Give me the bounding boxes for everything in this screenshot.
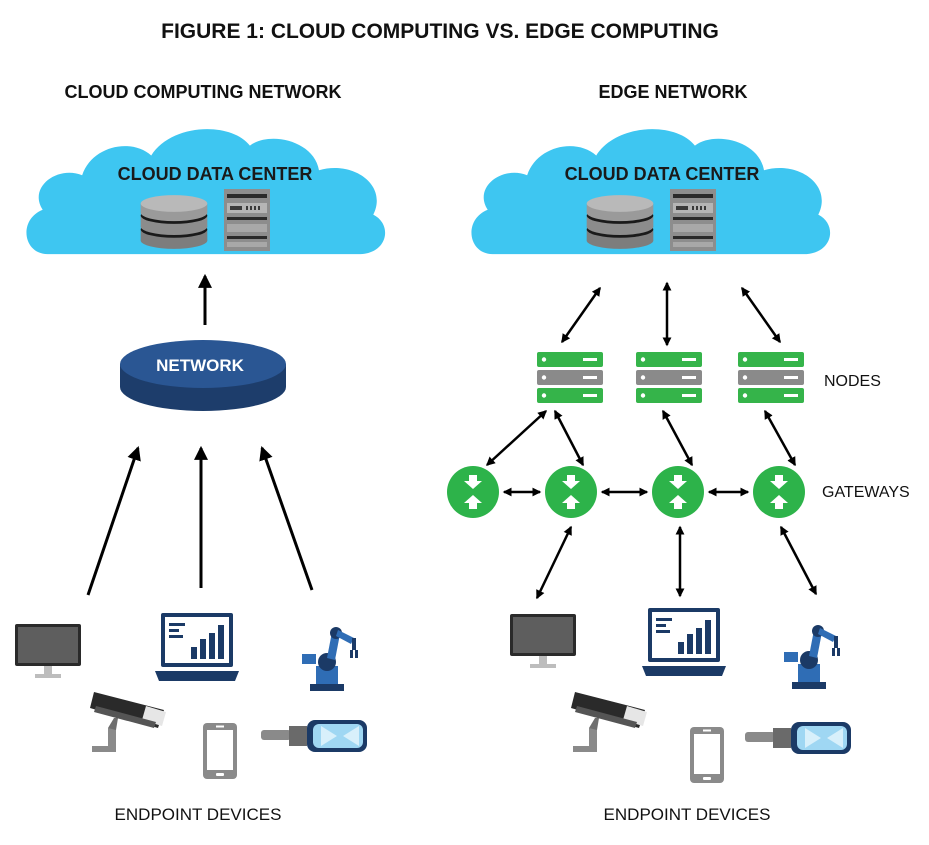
gateway-icon: [652, 466, 704, 518]
server-rack-icon: [670, 189, 716, 251]
smartphone-icon: [203, 723, 237, 779]
cloud-data-center-label: CLOUD DATA CENTER: [565, 164, 760, 184]
security-camera-icon: [571, 692, 647, 752]
endpoint-devices-label: ENDPOINT DEVICES: [115, 805, 282, 824]
figure-title: FIGURE 1: CLOUD COMPUTING VS. EDGE COMPU…: [161, 20, 719, 43]
cloud-node-arrow: [740, 286, 782, 344]
node-gateway-arrow: [486, 410, 547, 466]
node-gateway-arrow: [763, 409, 797, 467]
laptop-icon: [642, 608, 726, 676]
vr-headset-icon: [261, 720, 367, 752]
gateway-device-arrow: [779, 525, 818, 596]
endpoint-devices-label: ENDPOINT DEVICES: [604, 805, 771, 824]
monitor-icon: [15, 624, 81, 678]
server-rack-icon: [224, 189, 270, 251]
network-label: NETWORK: [156, 356, 245, 375]
gateway-icon: [545, 466, 597, 518]
node-server-icon: [738, 352, 804, 403]
vr-headset-icon: [745, 722, 851, 754]
network-disk: [120, 340, 286, 411]
node-gateway-arrow: [553, 409, 585, 467]
edge-panel: EDGE NETWORK CLOUD DATA CENTER NODES GAT…: [447, 82, 910, 824]
database-icon: [586, 195, 654, 249]
gateways-label: GATEWAYS: [822, 484, 910, 501]
gateway-icon: [753, 466, 805, 518]
gateway-device-arrow: [535, 525, 573, 600]
device-arrow-right: [259, 446, 314, 591]
node-server-icon: [537, 352, 603, 403]
node-server-icon: [636, 352, 702, 403]
cloud-node-arrow: [560, 286, 602, 344]
cloud-data-center-label: CLOUD DATA CENTER: [118, 164, 313, 184]
security-camera-icon: [90, 692, 166, 752]
edge-panel-heading: EDGE NETWORK: [598, 82, 747, 102]
database-icon: [140, 195, 208, 249]
smartphone-icon: [690, 727, 724, 783]
nodes-label: NODES: [824, 373, 881, 390]
cloud-panel-heading: CLOUD COMPUTING NETWORK: [65, 82, 342, 102]
laptop-icon: [155, 613, 239, 681]
gateway-icon: [447, 466, 499, 518]
node-gateway-arrow: [661, 409, 694, 467]
device-arrow-left: [86, 446, 141, 596]
robot-arm-icon: [784, 625, 840, 689]
cloud-panel: CLOUD COMPUTING NETWORK CLOUD DATA CENTE…: [15, 82, 386, 824]
robot-arm-icon: [302, 627, 358, 691]
monitor-icon: [510, 614, 576, 668]
